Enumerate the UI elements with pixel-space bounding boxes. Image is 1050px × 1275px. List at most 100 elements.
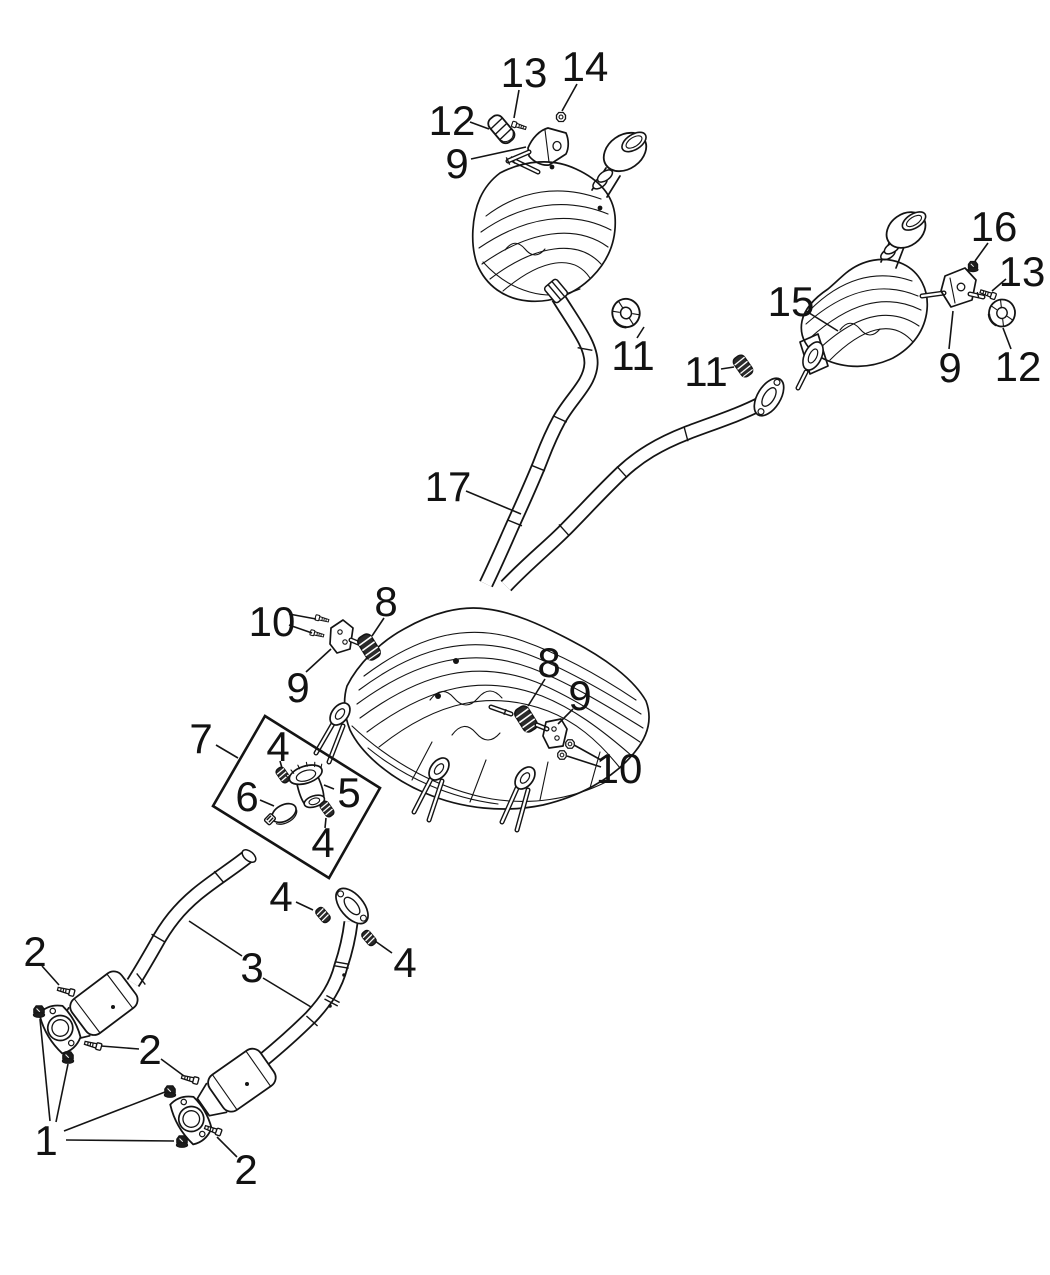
leader-line [288,613,317,620]
callout-6-21[interactable]: 6 [235,773,275,820]
bracket-9-center-right [534,718,568,749]
leader-line [100,1045,140,1050]
bolt-2-a [56,984,76,998]
callout-number[interactable]: 12 [995,343,1042,390]
callout-number[interactable]: 8 [374,578,397,625]
callout-number[interactable]: 9 [286,664,309,711]
bracket-9-right [940,267,986,308]
leader-line [259,799,275,807]
leader-line [513,89,520,119]
spring-4-kit-lower [318,799,336,819]
callout-number[interactable]: 1 [34,1117,57,1164]
nut-1-d [175,1135,189,1149]
leader-line [974,242,989,262]
callout-number[interactable]: 6 [235,773,258,820]
callout-11-9[interactable]: 11 [611,326,655,379]
callout-number[interactable]: 9 [445,140,468,187]
nut-14 [555,111,567,123]
callout-number[interactable]: 9 [938,344,961,391]
callout-13-0[interactable]: 13 [501,49,548,119]
callout-number[interactable]: 16 [971,203,1018,250]
callout-15-4[interactable]: 15 [768,278,839,332]
leader-line [561,83,578,112]
callout-10-17[interactable]: 10 [566,744,643,792]
callout-1-29[interactable]: 1 [34,1018,175,1164]
callout-number[interactable]: 5 [337,769,360,816]
callout-number[interactable]: 11 [611,332,655,379]
cat-flange-lower [165,1089,218,1149]
leader-line [65,1139,175,1142]
callout-9-16[interactable]: 9 [557,672,592,725]
callout-17-11[interactable]: 17 [425,463,522,515]
isolator-12-left [487,114,516,145]
callout-9-7[interactable]: 9 [938,310,962,391]
callout-16-5[interactable]: 16 [971,203,1018,262]
nut-16 [967,260,979,273]
callout-4-22[interactable]: 4 [311,817,335,866]
center-muffler [313,607,650,833]
callout-2-28[interactable]: 2 [216,1136,258,1193]
callout-number[interactable]: 10 [596,745,643,792]
leader-line [39,1018,51,1122]
callout-number[interactable]: 13 [501,49,548,96]
callout-2-27[interactable]: 2 [100,1026,185,1077]
callout-number[interactable]: 12 [429,97,476,144]
callout-number[interactable]: 4 [266,723,289,770]
callout-number[interactable]: 4 [269,873,292,920]
callout-14-1[interactable]: 14 [561,43,609,112]
callout-number[interactable]: 2 [234,1146,257,1193]
callout-number[interactable]: 7 [189,715,212,762]
callout-5-20[interactable]: 5 [323,769,361,816]
callout-9-14[interactable]: 9 [286,648,332,711]
leader-line [371,617,385,637]
callout-number[interactable]: 17 [425,463,472,510]
inlet-flange [795,333,829,391]
callout-7-18[interactable]: 7 [189,715,239,762]
callout-12-8[interactable]: 12 [995,327,1042,390]
callout-8-13[interactable]: 8 [371,578,398,637]
exhaust-tip-right [880,211,927,269]
callout-9-3[interactable]: 9 [445,140,527,187]
callout-4-24[interactable]: 4 [374,939,417,986]
callout-number[interactable]: 15 [768,278,815,325]
hanger-rod [919,290,947,299]
callout-number[interactable]: 10 [249,598,296,645]
isolator-11-left [608,294,644,332]
callout-number[interactable]: 2 [138,1026,161,1073]
callout-number[interactable]: 13 [999,248,1046,295]
front-exhaust-pipe-17 [479,293,599,588]
callout-number[interactable]: 2 [23,928,46,975]
nut-1-c [163,1085,177,1099]
bracket-9-center-left [329,619,366,654]
leader-line [948,310,954,350]
callout-2-26[interactable]: 2 [23,928,60,986]
leader-line [469,121,490,130]
nut-10-right-1 [565,739,575,749]
front-pipe-left-3 [126,849,257,988]
callout-number[interactable]: 14 [562,43,609,90]
callout-12-2[interactable]: 12 [429,97,490,144]
isolator-8-left [354,631,384,663]
callout-number[interactable]: 4 [311,819,334,866]
isolator-11-right [730,352,756,380]
callout-10-12[interactable]: 10 [249,598,317,645]
outlet-clamp [543,278,569,304]
callout-3-25[interactable]: 3 [188,920,312,1008]
callout-13-6[interactable]: 13 [991,248,1046,295]
leader-line [470,146,527,160]
callout-4-23[interactable]: 4 [269,873,314,920]
leader-line [262,977,312,1008]
coupling-5 [285,761,326,809]
callout-number[interactable]: 8 [537,639,560,686]
leader-line [295,901,314,911]
callout-number[interactable]: 9 [568,672,591,719]
hardware-kit-box [211,714,382,880]
callout-number[interactable]: 3 [240,944,263,991]
callout-11-10[interactable]: 11 [684,348,735,395]
callout-number[interactable]: 4 [393,939,416,986]
callout-4-19[interactable]: 4 [266,723,289,770]
callout-number[interactable]: 11 [684,348,728,395]
callout-8-15[interactable]: 8 [527,639,561,707]
leader-line [374,940,393,954]
